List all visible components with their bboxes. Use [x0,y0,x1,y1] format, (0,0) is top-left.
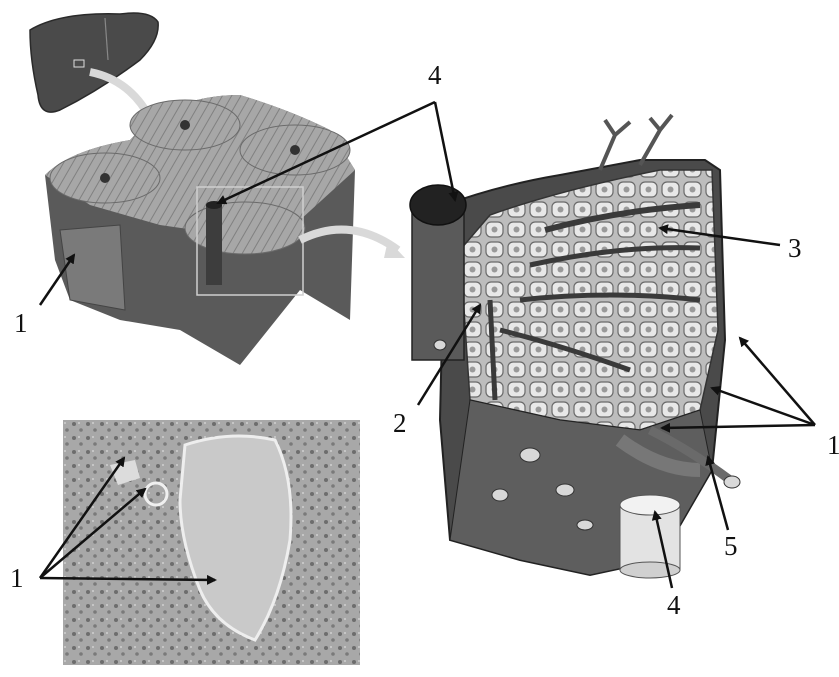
tissue-block [410,115,740,578]
label-central-vein-top: 4 [428,62,442,89]
label-4-bottom: 4 [667,592,681,619]
label-1-micrograph: 1 [10,565,24,592]
label-2: 2 [393,410,407,437]
lobule-cluster [45,95,355,365]
label-1-right: 1 [827,432,839,459]
label-3: 3 [788,235,802,262]
label-portal-triad-left: 1 [14,310,28,337]
label-5: 5 [724,533,738,560]
histology-micrograph [63,420,360,665]
